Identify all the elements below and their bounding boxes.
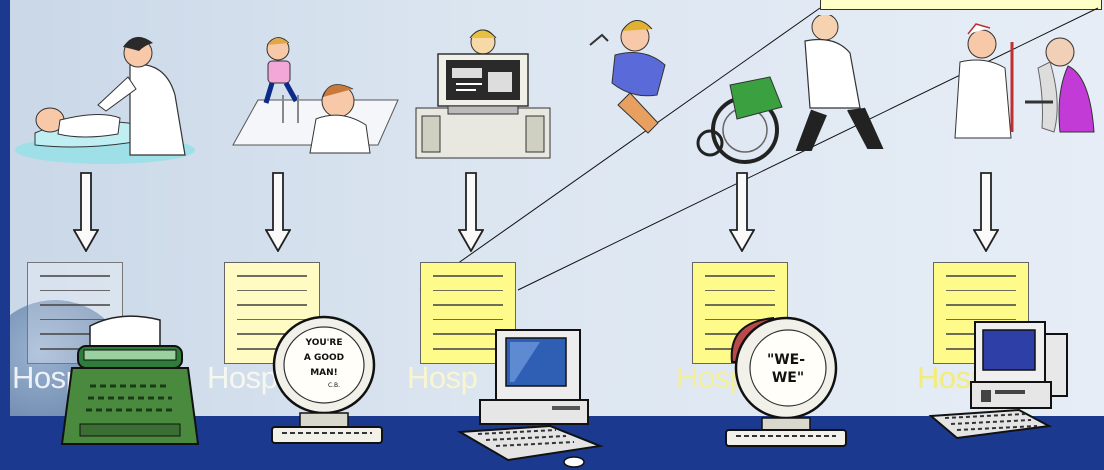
typewriter-icon xyxy=(60,315,200,445)
person-at-computer-icon xyxy=(415,29,551,159)
down-arrow-4 xyxy=(729,172,755,252)
patient-in-wheelchair-icon xyxy=(589,15,884,164)
callout-box xyxy=(820,0,1102,10)
screen-text-line-3: MAN! xyxy=(310,368,338,378)
down-arrow-1 xyxy=(73,172,99,252)
screen-text-line-1: YOU'RE xyxy=(305,338,343,348)
down-arrow-3 xyxy=(458,172,484,252)
old-computer-we-we-icon: "WE- WE" xyxy=(725,316,847,447)
child-at-checkup-icon xyxy=(232,37,399,154)
left-accent-band xyxy=(0,0,10,470)
hospital-label-2: Hosp xyxy=(207,360,278,395)
screen-text-we-2: WE" xyxy=(772,370,804,386)
old-man-with-doctor-icon xyxy=(954,23,1095,139)
doctor-examining-baby-icon xyxy=(15,36,195,164)
screen-text-line-2: A GOOD xyxy=(304,353,344,363)
connector-line-1 xyxy=(419,7,821,291)
screen-text-we-1: "WE- xyxy=(767,352,805,368)
modern-computer-icon xyxy=(928,321,1068,440)
desktop-computer-icon xyxy=(456,329,604,468)
down-arrow-2 xyxy=(265,172,291,252)
hospital-label-3: Hosp xyxy=(407,360,478,395)
old-computer-youre-a-good-man-icon: YOU'RE A GOOD MAN! C.B. xyxy=(271,315,383,444)
down-arrow-5 xyxy=(973,172,999,252)
screen-text-line-4: C.B. xyxy=(328,382,340,389)
